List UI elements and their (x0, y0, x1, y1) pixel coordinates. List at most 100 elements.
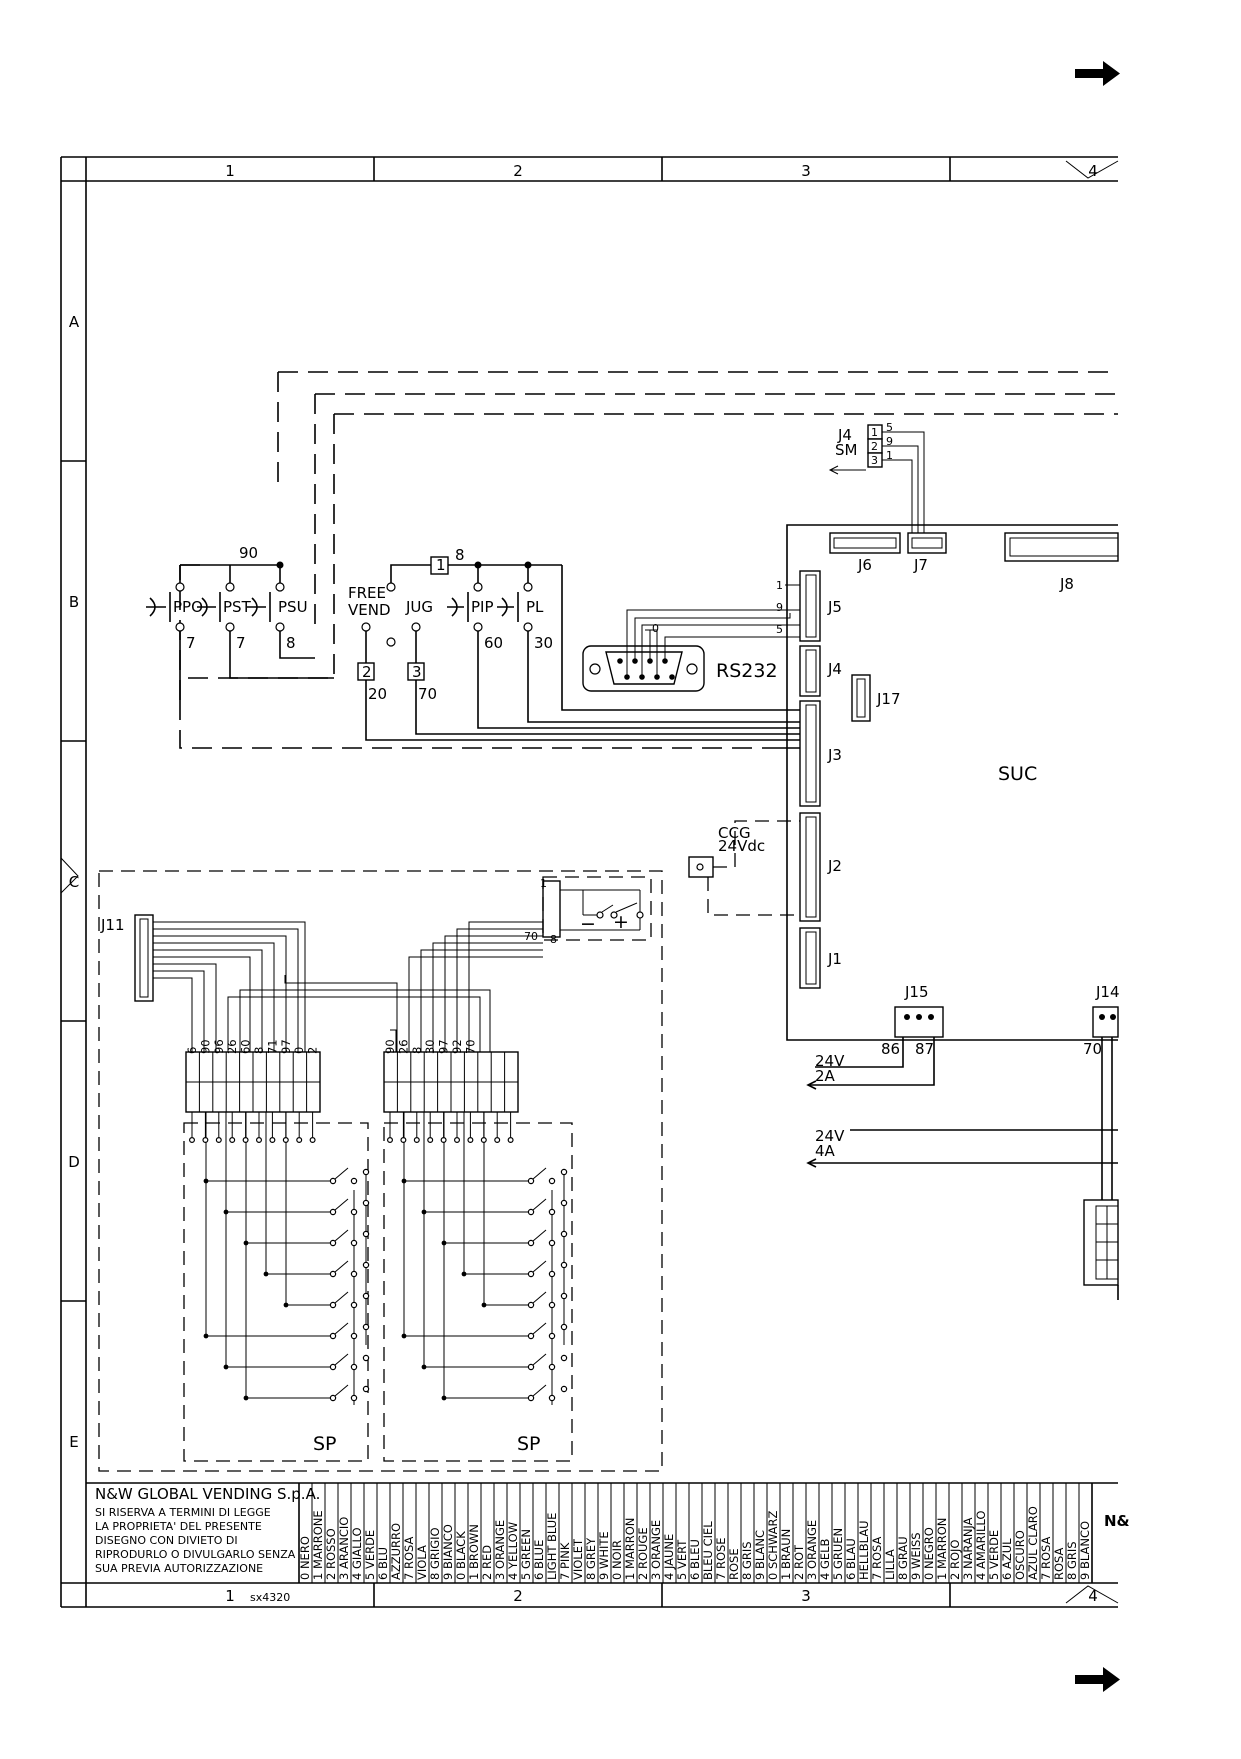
next-page-arrow-icon (1075, 61, 1120, 86)
wire-number: 70 (1083, 1040, 1102, 1058)
sp-frame (183, 1122, 369, 1462)
connector-j2 (799, 812, 821, 922)
color-legend-entry: 7 ROSE (714, 1537, 728, 1580)
j5-pin-label: 5 (776, 623, 783, 636)
color-legend-entry: 7 PINK (558, 1542, 572, 1580)
switch-sign: − (580, 913, 596, 935)
rs232-label: RS232 (716, 660, 778, 682)
ccg-label: CCG (718, 824, 751, 842)
switch-label: PL (526, 598, 544, 616)
color-legend-entry: 3 ARANCIO (337, 1517, 351, 1580)
wire-number: 8 (252, 1047, 266, 1054)
color-legend-entry: 7 ROSA (870, 1536, 884, 1580)
color-legend-entry: 3 NARANJA (961, 1517, 975, 1580)
color-legend-entry: 6 BLUE (532, 1540, 546, 1580)
connector-label: J8 (1059, 575, 1074, 593)
boxed-number: 2 (362, 663, 372, 681)
color-legend-entry: 4 YELLOW (506, 1522, 520, 1580)
color-legend-entry: 3 ORANGE (649, 1520, 663, 1580)
connector-j5 (799, 570, 821, 642)
connector-label: J5 (827, 598, 842, 616)
color-legend-entry: 0 BLACK (454, 1531, 468, 1580)
title-block (86, 1482, 1118, 1583)
color-legend-entry: 9 BIANCO (441, 1524, 455, 1580)
wire-number: 26 (225, 1039, 239, 1054)
connector-j4-sm (828, 424, 925, 533)
switch-label: VEND (348, 601, 391, 619)
boxed-number: 1 (436, 556, 446, 574)
notice-line: DISEGNO CON DIVIETO DI (95, 1534, 238, 1547)
wire-number: 7 (236, 634, 246, 652)
sp-frame (383, 1122, 573, 1462)
color-legend-entry: OSCURO (1013, 1530, 1027, 1580)
color-legend-entry: 3 ORANGE (493, 1520, 507, 1580)
notice-line: SUA PREVIA AUTORIZZAZIONE (95, 1562, 263, 1575)
connector-label: J17 (876, 690, 901, 708)
j5-pin-label: 9 (776, 601, 783, 614)
switch-group-right (357, 556, 800, 741)
switch-label: JUG (405, 598, 433, 616)
supply-label: 4A (815, 1142, 836, 1160)
color-legend-entry: 3 ORANGE (805, 1520, 819, 1580)
j11-pin: 1 (540, 877, 547, 890)
color-legend-entry: 6 BLEU (688, 1539, 702, 1580)
wire-number: 90 (383, 1039, 397, 1054)
connector-label: J7 (913, 556, 928, 574)
suc-board (786, 524, 1118, 1041)
wire-number: 70 (463, 1039, 477, 1054)
wire-number: 97 (279, 1039, 293, 1054)
wire-number: 8 (410, 1047, 424, 1054)
color-legend-entry: 9 WEISS (909, 1532, 923, 1580)
color-legend-entry: LILLA (883, 1549, 897, 1580)
notice-line: LA PROPRIETA' DEL PRESENTE (95, 1520, 262, 1533)
switch-group-left (146, 561, 334, 700)
wire-number: 97 (437, 1039, 451, 1054)
switch-sign: + (613, 911, 629, 933)
color-legend-entry: 2 ROJO (948, 1540, 962, 1580)
color-legend-entry: 6 BLAU (844, 1538, 858, 1580)
color-legend-entry: 0 SCHWARZ (766, 1510, 780, 1580)
connector-label: J15 (904, 983, 929, 1001)
color-legend-entry: 2 ROUGE (636, 1527, 650, 1580)
column-label: 3 (801, 1587, 811, 1605)
column-label: 2 (513, 162, 523, 180)
j4-sm-pin: 1 (871, 426, 878, 439)
switch-label: PPO (173, 598, 203, 616)
column-label: 2 (513, 1587, 523, 1605)
color-legend-entry: 2 RED (480, 1545, 494, 1580)
notice-line: RIPRODURLO O DIVULGARLO SENZA (95, 1548, 296, 1561)
wire-number: 60 (484, 634, 503, 652)
color-legend-entry: VIOLA (415, 1545, 429, 1580)
j11-pin: 8 (550, 933, 557, 946)
wire-number: 92 (450, 1039, 464, 1054)
row-label: A (69, 313, 80, 331)
color-legend-entry: ROSE (727, 1548, 741, 1580)
supply-lines (806, 1066, 1118, 1168)
color-legend-entry: 8 GRIGIO (428, 1527, 442, 1580)
rs232-connector (582, 609, 800, 692)
color-legend-entry: AZZURRO (389, 1523, 403, 1580)
color-legend-entry: ROSA (1052, 1547, 1066, 1580)
switch-label: FREE (348, 584, 386, 602)
j11-harness (153, 921, 543, 1052)
ccg-component (688, 820, 800, 916)
row-label: C (69, 873, 79, 891)
supply-label: 2A (815, 1067, 836, 1085)
color-legend-entry: 0 NOIR (610, 1540, 624, 1580)
color-legend-entry: 7 ROSA (402, 1536, 416, 1580)
wire-number: 71 (265, 1039, 279, 1054)
color-legend-entry: 5 VERDE (987, 1530, 1001, 1580)
row-label: D (68, 1153, 80, 1171)
color-legend-entry: 8 GRAU (896, 1536, 910, 1580)
wire-number: 26 (396, 1039, 410, 1054)
wire-number: 8 (455, 546, 465, 564)
connector-j3 (799, 700, 821, 807)
row-label: B (69, 593, 79, 611)
color-legend-entry: 1 BROWN (467, 1524, 481, 1580)
supply-label: 24V (815, 1127, 845, 1145)
sp-label: SP (313, 1433, 337, 1455)
color-legend-entry: 9 BLANC (753, 1530, 767, 1580)
column-label: 1 (225, 1587, 235, 1605)
